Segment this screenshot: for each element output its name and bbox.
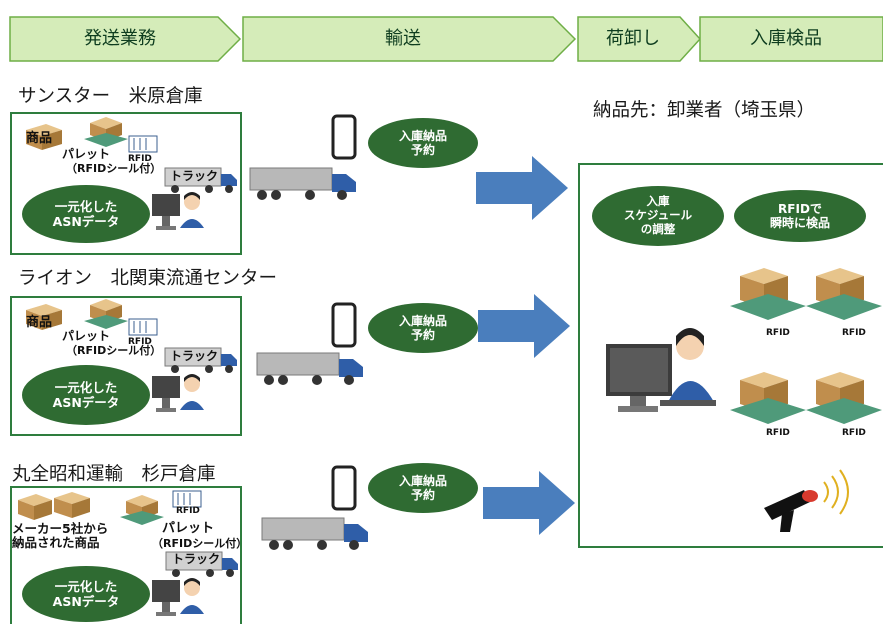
truck-small-icon <box>164 167 237 193</box>
rfid-reader-icon <box>764 469 849 532</box>
pallet-icon <box>84 299 128 329</box>
rfid-tag-label: RFID <box>842 428 866 438</box>
smartphone-icon <box>331 465 357 511</box>
booking-oval: 入庫納品 予約 <box>368 118 478 168</box>
truck-small-icon <box>165 551 238 577</box>
rfid-label: RFID <box>128 337 152 347</box>
goods-label: メーカー5社から 納品された商品 <box>12 521 109 551</box>
booking-oval: 入庫納品 予約 <box>368 463 478 513</box>
rfid-tag-label: RFID <box>842 328 866 338</box>
destination-title: 納品先：卸業者（埼玉県） <box>593 100 816 121</box>
booking-oval: 入庫納品 予約 <box>368 303 478 353</box>
schedule-oval: 入庫 スケジュール の調整 <box>592 186 724 246</box>
pallet-sub-label: （RFIDシール付） <box>66 344 162 357</box>
asn-data-oval: 一元化した ASNデータ <box>22 185 150 243</box>
rfid-tag-icon <box>128 318 158 336</box>
asn-data-oval: 一元化した ASNデータ <box>22 365 150 425</box>
asn-data-oval: 一元化した ASNデータ <box>22 566 150 622</box>
rfid-tag-icon <box>172 490 202 508</box>
stage-label-unloading: 荷卸し <box>606 28 660 49</box>
rfid-tag-label: RFID <box>766 428 790 438</box>
smartphone-icon <box>331 302 357 348</box>
truck-label: トラック <box>170 349 219 363</box>
box-stack-icon <box>26 304 62 330</box>
stage-chevron-inspection <box>699 16 883 62</box>
goods-label: 商品 <box>26 131 53 146</box>
truck-transport-icon <box>261 517 368 550</box>
truck-label: トラック <box>172 552 221 566</box>
operator-pc-icon <box>152 374 204 412</box>
truck-label: トラック <box>170 169 219 183</box>
truck-transport-icon <box>249 167 356 200</box>
stage-label-shipping: 発送業務 <box>84 28 156 49</box>
pallet-boxes-icon <box>806 372 882 424</box>
stage-chevron-shipping <box>9 16 242 62</box>
site-name: サンスター 米原倉庫 <box>18 86 203 107</box>
pallet-label: パレット <box>162 521 215 536</box>
flow-arrow <box>476 156 568 220</box>
process-stage-bar <box>9 16 883 62</box>
pallet-label: パレット <box>62 329 111 343</box>
pallet-boxes-icon <box>730 268 806 320</box>
stage-label-inspection: 入庫検品 <box>750 28 822 49</box>
site-name: ライオン 北関東流通センター <box>18 268 278 289</box>
site-name: 丸全昭和運輸 杉戸倉庫 <box>12 464 216 485</box>
rfid-label: RFID <box>128 154 152 164</box>
pallet-icon <box>120 495 164 525</box>
goods-label: 商品 <box>26 315 53 330</box>
pallet-boxes-icon <box>806 268 882 320</box>
operator-pc-icon <box>606 328 716 412</box>
rfid-label: RFID <box>176 506 200 516</box>
rfid-tag-label: RFID <box>766 328 790 338</box>
truck-transport-icon <box>256 352 363 385</box>
pallet-sub-label: （RFIDシール付） <box>152 537 248 550</box>
stage-chevron-transport <box>242 16 577 62</box>
pallet-label: パレット <box>62 147 111 161</box>
box-stack-icon <box>18 492 90 520</box>
operator-pc-icon <box>152 192 204 230</box>
rfid-tag-icon <box>128 135 158 153</box>
pallet-sub-label: （RFIDシール付） <box>66 162 162 175</box>
pallet-icon <box>84 117 128 147</box>
inspection-oval: RFIDで 瞬時に検品 <box>734 190 866 242</box>
box-stack-icon <box>26 124 62 150</box>
stage-label-transport: 輸送 <box>385 28 421 49</box>
pallet-boxes-icon <box>730 372 806 424</box>
stage-chevron-unloading <box>577 16 702 62</box>
smartphone-icon <box>331 114 357 160</box>
operator-pc-icon <box>152 578 204 616</box>
flow-arrow <box>483 471 575 535</box>
truck-small-icon <box>164 347 237 373</box>
flow-arrow <box>478 294 570 358</box>
